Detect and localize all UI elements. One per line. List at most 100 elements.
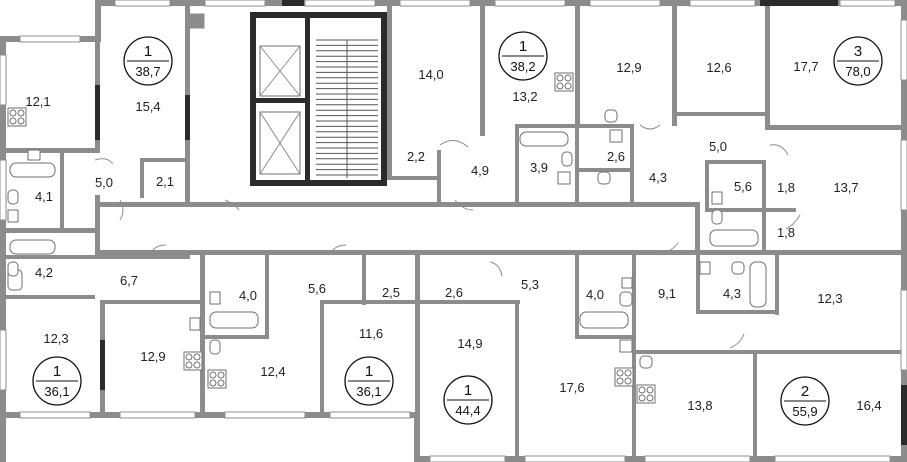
room-area: 13,8 [687, 398, 712, 413]
room-area: 12,3 [817, 291, 842, 306]
apartment-badge: 1 38,2 [498, 31, 548, 81]
room-area: 12,3 [43, 331, 68, 346]
room-area: 11,6 [359, 326, 383, 341]
sink [621, 277, 633, 289]
bathtub [9, 239, 56, 255]
room-area: 1,8 [777, 180, 795, 195]
room-area: 14,9 [457, 336, 482, 351]
room-area: 17,7 [793, 59, 818, 74]
room-area: 12,6 [706, 60, 731, 75]
stove-icon [7, 107, 27, 127]
apartment-area: 36,1 [44, 384, 69, 399]
room-area: 15,4 [135, 99, 160, 114]
room-area: 4,0 [586, 287, 604, 302]
room-area: 14,0 [418, 67, 443, 82]
apartment-badge: 1 36,1 [344, 356, 394, 406]
bathtub [579, 311, 629, 329]
apartment-badge: 1 44,4 [443, 375, 493, 425]
apartment-area: 38,7 [135, 64, 160, 79]
apartment-rooms: 1 [365, 363, 373, 380]
stove-icon [207, 369, 227, 389]
bathtub [749, 261, 767, 308]
room-area: 13,2 [512, 89, 537, 104]
apartment-area: 36,1 [356, 384, 381, 399]
stove-icon [183, 351, 203, 371]
bathtub [9, 162, 56, 178]
apartment-rooms: 1 [53, 363, 61, 380]
apartment-badges: 1 38,7 1 38,2 3 78,0 1 36,1 1 36,1 [32, 31, 883, 426]
toilet [639, 355, 653, 369]
room-labels: 12,1 15,4 4,1 5,0 2,1 14,0 13,2 12,9 12,… [25, 59, 881, 413]
sink [711, 191, 723, 205]
sink [27, 149, 41, 161]
apartment-rooms: 1 [144, 43, 152, 60]
room-area: 4,3 [649, 170, 667, 185]
apartment-area: 44,4 [455, 403, 480, 418]
room-area: 12,1 [25, 94, 50, 109]
apartment-badge: 3 78,0 [833, 36, 883, 86]
apartment-rooms: 1 [464, 382, 472, 399]
stove-icon [554, 72, 574, 92]
apartment-area: 38,2 [510, 59, 535, 74]
room-area: 9,1 [658, 286, 676, 301]
room-area: 12,9 [140, 349, 165, 364]
toilet [561, 151, 573, 167]
room-area: 4,9 [471, 163, 489, 178]
toilet [731, 261, 745, 275]
room-area: 2,2 [407, 149, 425, 164]
room-area: 13,7 [833, 180, 858, 195]
room-area: 1,8 [777, 225, 795, 240]
toilet [597, 171, 611, 185]
room-area: 5,6 [734, 179, 752, 194]
sink [619, 339, 633, 353]
room-area: 17,6 [559, 380, 584, 395]
toilet [619, 291, 633, 307]
room-area: 2,6 [445, 285, 463, 300]
room-area: 2,5 [382, 285, 400, 300]
room-area: 3,9 [530, 160, 548, 175]
room-area: 4,0 [239, 288, 257, 303]
room-area: 5,0 [709, 139, 727, 154]
sink [609, 129, 623, 143]
room-area: 12,9 [616, 60, 641, 75]
bathtub [519, 131, 569, 147]
sink [7, 209, 19, 223]
room-area: 2,1 [156, 174, 174, 189]
toilet [7, 261, 19, 277]
stairs [259, 39, 378, 178]
apartment-area: 55,9 [792, 404, 817, 419]
apartment-badge: 1 38,7 [123, 36, 173, 86]
sink [557, 171, 571, 185]
apartment-badge: 1 36,1 [32, 356, 82, 406]
bathtub [709, 229, 759, 247]
door-swings [94, 124, 801, 349]
sink [699, 261, 711, 275]
apartment-badge: 2 55,9 [780, 376, 830, 426]
room-area: 4,3 [723, 286, 741, 301]
apartment-area: 78,0 [845, 64, 870, 79]
room-area: 4,1 [35, 189, 53, 204]
apartment-rooms: 2 [801, 383, 809, 400]
room-area: 4,2 [35, 265, 53, 280]
fixtures [7, 72, 767, 404]
room-area: 6,7 [120, 273, 138, 288]
toilet [604, 109, 618, 123]
toilet [209, 339, 221, 355]
toilet [7, 189, 19, 205]
sink [209, 291, 221, 305]
interior-walls [0, 6, 901, 460]
stove-icon [614, 367, 634, 387]
room-area: 16,4 [856, 398, 881, 413]
room-area: 2,6 [607, 149, 625, 164]
room-area: 5,3 [521, 277, 539, 292]
room-area: 5,0 [95, 175, 113, 190]
sink [189, 317, 201, 331]
room-area: 12,4 [260, 364, 285, 379]
apartment-rooms: 1 [519, 38, 527, 55]
bathtub [209, 311, 259, 329]
apartment-rooms: 3 [854, 43, 862, 60]
stove-icon [636, 384, 656, 404]
room-area: 5,6 [308, 281, 326, 296]
